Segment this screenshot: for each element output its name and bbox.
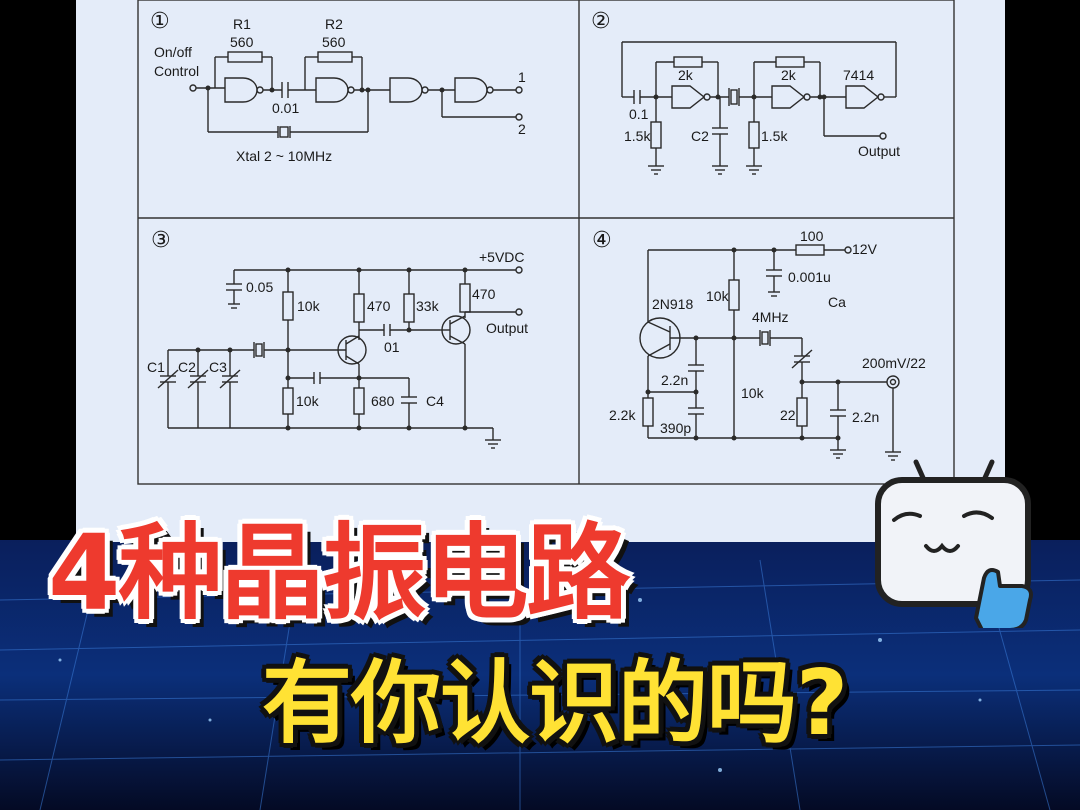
p4-xtal-label: 4MHz	[752, 309, 789, 325]
schematic-sheet	[76, 0, 1005, 542]
p2-r-c-label: 1.5k	[624, 128, 651, 144]
p2-cap-label: 0.1	[629, 106, 649, 122]
p4-ca-label: Ca	[828, 294, 846, 310]
panel-3-transistor-oscillator: ③ +5VDC 0.05 10k 470 33k 470 Output 01 C…	[147, 228, 528, 449]
p1-xtal-label: Xtal 2 ~ 10MHz	[236, 148, 332, 164]
p2-ic-label: 7414	[843, 67, 874, 83]
p3-supply-label: +5VDC	[479, 249, 525, 265]
p4-c-top-label: 0.001u	[788, 269, 831, 285]
p3-c-bypass-label: 0.05	[246, 279, 273, 295]
panel-4-2n918-oscillator: ④ 100 12V 0.001u 2N918 10k Ca 4MHz 200mV…	[592, 228, 926, 461]
p3-c2-label: C2	[178, 359, 196, 375]
p4-r-bias-label: 10k	[706, 288, 730, 304]
p4-transistor-label: 2N918	[652, 296, 693, 312]
panel-3-number: ③	[151, 228, 171, 253]
title-line-2: 有你认识的吗?	[262, 651, 848, 756]
p3-c3-label: C3	[209, 359, 227, 375]
p1-out2-label: 2	[518, 121, 526, 137]
panel-2-schmitt-oscillator: ② 2k 2k 7414 0.1 1.5k C2 1.5k Output	[591, 9, 900, 175]
p4-r-bias2-label: 10k	[741, 385, 765, 401]
p2-r-b-label: 2k	[781, 67, 797, 83]
p1-r1-label: R1	[233, 16, 251, 32]
p2-r-d-label: 1.5k	[761, 128, 788, 144]
p4-out-level-label: 200mV/22	[862, 355, 926, 371]
p3-c1-label: C1	[147, 359, 165, 375]
panel-grid	[137, 0, 955, 485]
p3-r6-label: 680	[371, 393, 395, 409]
p1-control-label: Control	[154, 63, 199, 79]
title-line-1: 4种晶振电路	[48, 512, 630, 634]
p3-r4-label: 470	[472, 286, 496, 302]
p1-onoff-label: On/off	[154, 44, 192, 60]
panel-1-gate-oscillator: ① On/off Control R1 560 R2 560 0.01 1 2 …	[150, 9, 526, 164]
p2-r-a-label: 2k	[678, 67, 694, 83]
p4-supply-label: 12V	[852, 241, 878, 257]
p1-cap-label: 0.01	[272, 100, 299, 116]
p1-r2-value: 560	[322, 34, 346, 50]
p3-output-label: Output	[486, 320, 528, 336]
p1-out1-label: 1	[518, 69, 526, 85]
p1-r1-value: 560	[230, 34, 254, 50]
p4-c-a-label: 2.2n	[661, 372, 688, 388]
tv-mascot-thumbs-up-icon	[875, 459, 1033, 628]
p2-output-label: Output	[858, 143, 900, 159]
p4-r-top-label: 100	[800, 228, 824, 244]
panel-1-number: ①	[150, 9, 170, 34]
panel-4-number: ④	[592, 228, 612, 253]
p3-c-couple-label: 01	[384, 339, 400, 355]
p4-r-e-label: 2.2k	[609, 407, 636, 423]
p1-r2-label: R2	[325, 16, 343, 32]
p3-r2-label: 470	[367, 298, 391, 314]
p3-c4-label: C4	[426, 393, 444, 409]
p2-c2-label: C2	[691, 128, 709, 144]
p4-c-out-label: 2.2n	[852, 409, 879, 425]
p3-r1-label: 10k	[297, 298, 321, 314]
panel-2-number: ②	[591, 9, 611, 34]
p3-r3-label: 33k	[416, 298, 440, 314]
p3-r5-label: 10k	[296, 393, 320, 409]
p4-r-load-label: 22	[780, 407, 796, 423]
p4-c-b-label: 390p	[660, 420, 691, 436]
